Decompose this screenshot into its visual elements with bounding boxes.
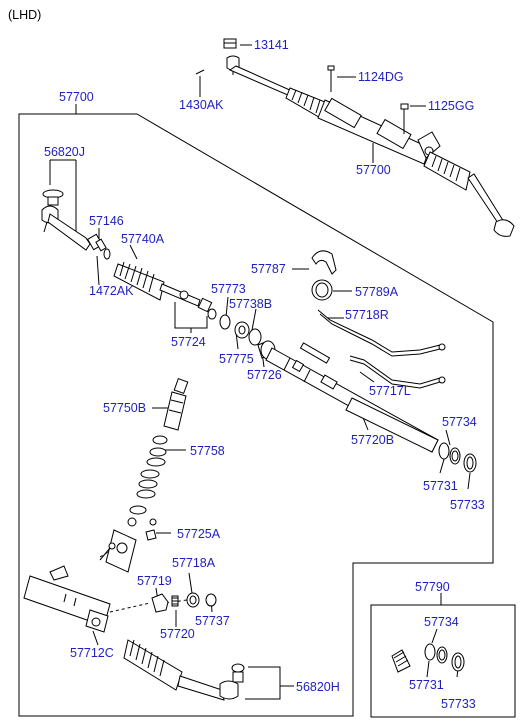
part-label-1125GG[interactable]: 1125GG [428,99,475,113]
lock-nut-57146 [86,233,111,260]
part-label-57789A[interactable]: 57789A [355,285,399,299]
part-label-57700-top[interactable]: 57700 [356,163,391,177]
part-label-57726[interactable]: 57726 [247,368,282,382]
seals-57731-57733 [438,442,477,473]
part-label-57712C[interactable]: 57712C [70,646,114,660]
bracket-57787 [311,250,337,301]
part-label-57740A[interactable]: 57740A [121,232,165,246]
frame-main [18,113,494,717]
part-label-57750B[interactable]: 57750B [103,401,147,415]
kit-seals [391,643,465,673]
part-label-1472AK[interactable]: 1472AK [89,284,134,298]
part-label-57738B[interactable]: 57738B [229,297,273,311]
fluid-tubes [317,309,446,389]
part-label-57731-kit[interactable]: 57731 [409,678,444,692]
gear-housing-57712C [23,529,137,633]
valve-body-57750B [163,378,189,431]
part-label-57734[interactable]: 57734 [442,415,477,429]
frame-kit [370,604,516,718]
rack-housing-57720B [265,342,439,453]
part-label-57758[interactable]: 57758 [190,444,225,458]
part-label-57790[interactable]: 57790 [415,580,450,594]
part-label-57720[interactable]: 57720 [160,627,195,641]
steering-gear-assembly-top [195,38,515,237]
part-label-13141[interactable]: 13141 [254,38,289,52]
part-label-57717L[interactable]: 57717L [369,384,411,398]
part-label-57700-frame[interactable]: 57700 [59,90,94,104]
part-label-56820J[interactable]: 56820J [44,145,86,159]
fitting-57725A [127,517,157,541]
inner-tie-rod-57724 [159,283,217,320]
boot-57740A [113,261,165,301]
seal-stack-57758 [129,435,168,515]
tie-rod-56820H [123,639,245,701]
variant-label: (LHD) [8,8,42,22]
part-label-57737[interactable]: 57737 [195,614,230,628]
tie-rod-end-56820J [41,189,91,251]
part-label-1430AK[interactable]: 1430AK [179,98,224,112]
part-label-57146[interactable]: 57146 [89,214,124,228]
part-label-57718A[interactable]: 57718A [172,556,216,570]
part-label-57733[interactable]: 57733 [450,498,485,512]
part-label-57724[interactable]: 57724 [171,335,206,349]
part-label-57731[interactable]: 57731 [423,479,458,493]
part-label-1124DG[interactable]: 1124DG [358,70,404,84]
small-parts [151,592,217,613]
part-label-57719[interactable]: 57719 [137,574,172,588]
part-label-57775[interactable]: 57775 [219,352,254,366]
part-label-57733-kit[interactable]: 57733 [441,697,476,711]
part-label-57734-kit[interactable]: 57734 [424,615,459,629]
part-label-57718R[interactable]: 57718R [345,308,389,322]
part-label-57787[interactable]: 57787 [251,262,286,276]
part-label-57720B[interactable]: 57720B [351,433,395,447]
part-label-56820H[interactable]: 56820H [296,680,340,694]
part-label-57773[interactable]: 57773 [211,282,246,296]
part-label-57725A[interactable]: 57725A [177,527,221,541]
